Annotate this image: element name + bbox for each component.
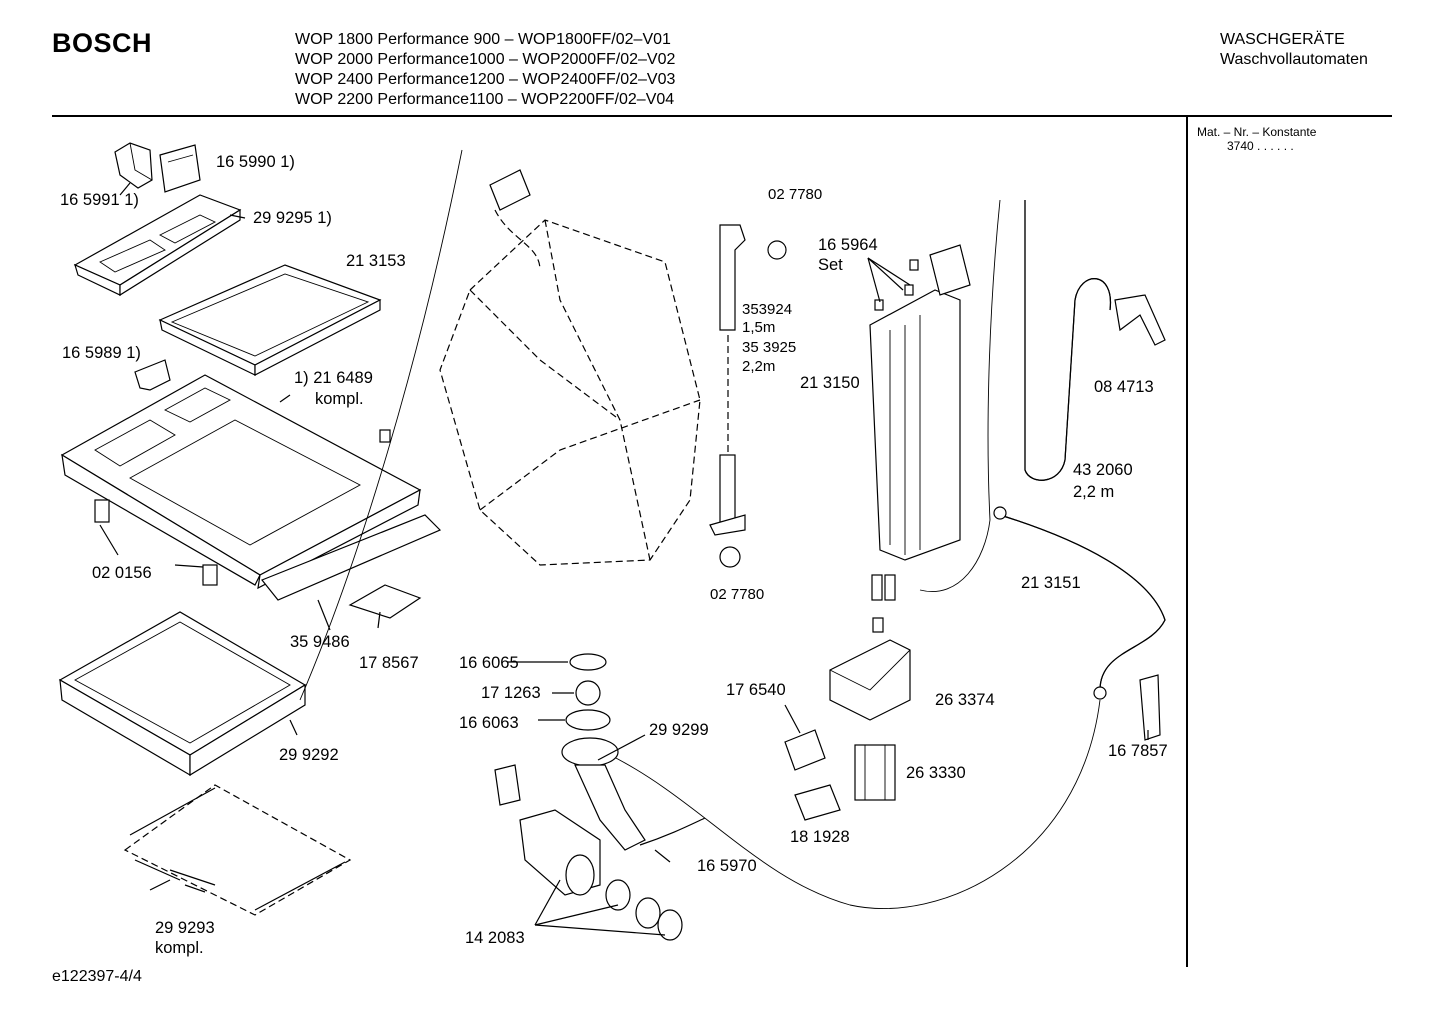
tub-outline xyxy=(439,169,701,566)
part-166063-ring xyxy=(565,709,611,731)
guide-line xyxy=(299,149,463,701)
model-line: WOP 2400 Performance1200 – WOP2400FF/02–… xyxy=(295,71,676,88)
part-label: 21 3151 xyxy=(1021,574,1081,592)
model-line: WOP 2200 Performance1100 – WOP2200FF/02–… xyxy=(295,91,675,108)
model-line: WOP 1800 Performance 900 – WOP1800FF/02–… xyxy=(295,31,671,48)
side-divider xyxy=(1186,117,1188,967)
part-label: 02 0156 xyxy=(92,564,152,582)
part-label: 2,2 m xyxy=(1073,483,1115,501)
material-number-value: 3740 . . . . . . xyxy=(1227,139,1294,153)
part-label: 16 5991 1) xyxy=(60,191,139,209)
part-353924-hose xyxy=(709,224,787,568)
part-label: 35 3925 xyxy=(742,339,797,356)
part-label: 1) 21 6489 xyxy=(294,369,373,387)
part-label: 16 5964 xyxy=(818,236,878,254)
part-label: 43 2060 xyxy=(1073,461,1133,479)
part-label: 2,2m xyxy=(742,358,776,375)
guide-line xyxy=(609,699,1101,909)
part-263330-valve xyxy=(854,744,896,801)
category: WASCHGERÄTE Waschvollautomaten xyxy=(1220,30,1368,70)
brand-logo: BOSCH xyxy=(52,28,153,58)
model-line: WOP 2000 Performance1000 – WOP2000FF/02–… xyxy=(295,51,676,68)
part-label: 29 9292 xyxy=(279,746,339,764)
part-020156-bracket xyxy=(202,564,218,586)
document-id: e122397-4/4 xyxy=(52,968,142,985)
category-line: WASCHGERÄTE xyxy=(1220,31,1345,48)
part-142083-drain-pump xyxy=(494,764,683,941)
part-181928-sensor xyxy=(794,784,841,821)
header-divider xyxy=(52,115,1392,117)
part-label: 26 3374 xyxy=(935,691,995,709)
part-label: 08 4713 xyxy=(1094,378,1154,396)
material-number-panel: Mat. – Nr. – Konstante 3740 . . . . . . xyxy=(1197,125,1316,153)
part-299292-seal xyxy=(58,611,307,777)
part-label: Set xyxy=(818,256,843,274)
part-020156-bracket xyxy=(94,499,110,523)
part-213150-valve-hose-assembly xyxy=(869,244,971,601)
part-label: 29 9293 xyxy=(155,919,215,937)
part-167857-clip xyxy=(1139,674,1161,741)
part-263374-pressure-switch xyxy=(829,617,911,721)
part-165991-clip xyxy=(114,142,153,189)
part-label: 16 7857 xyxy=(1108,742,1168,760)
category-line: Waschvollautomaten xyxy=(1220,51,1368,68)
part-label: kompl. xyxy=(155,939,204,957)
part-label: 35 9486 xyxy=(290,633,350,651)
part-299299-drain-hose xyxy=(561,737,706,851)
part-213153-tray xyxy=(158,264,382,376)
part-label: 14 2083 xyxy=(465,929,525,947)
part-label: 353924 xyxy=(742,301,793,318)
part-166065-ring xyxy=(569,653,607,671)
part-label: 16 5990 1) xyxy=(216,153,295,171)
part-165990-cap xyxy=(159,144,201,193)
part-label: 02 7780 xyxy=(710,586,765,603)
part-label: 29 9295 1) xyxy=(253,209,332,227)
part-178567-door-lock xyxy=(348,584,422,619)
part-label: 21 3150 xyxy=(800,374,860,392)
part-label: 21 3153 xyxy=(346,252,406,270)
part-213151-hose xyxy=(993,506,1166,700)
guide-line xyxy=(919,199,1001,592)
part-171263-ball xyxy=(575,680,601,706)
part-label: 02 7780 xyxy=(768,186,823,203)
part-label: 17 1263 xyxy=(481,684,541,702)
part-label: 17 6540 xyxy=(726,681,786,699)
part-432060-drain-hose xyxy=(1024,200,1166,481)
part-label: 16 5970 xyxy=(697,857,757,875)
part-176540-cover xyxy=(784,729,826,771)
part-label: 16 5989 1) xyxy=(62,344,141,362)
part-165989-clip xyxy=(134,359,171,391)
part-359486-hinge xyxy=(261,514,442,601)
part-label: 26 3330 xyxy=(906,764,966,782)
part-label: 1,5m xyxy=(742,319,776,336)
model-list: WOP 1800 Performance 900 – WOP1800FF/02–… xyxy=(295,30,675,110)
part-label: kompl. xyxy=(315,390,364,408)
part-label: 16 6065 xyxy=(459,654,519,672)
part-label: 29 9299 xyxy=(649,721,709,739)
leader-lines xyxy=(99,182,1149,936)
part-label: 18 1928 xyxy=(790,828,850,846)
material-number-title: Mat. – Nr. – Konstante xyxy=(1197,125,1317,139)
part-299295-drawer xyxy=(73,194,242,297)
part-label: 16 6063 xyxy=(459,714,519,732)
part-label: 17 8567 xyxy=(359,654,419,672)
part-299293-spring-set xyxy=(123,784,352,916)
